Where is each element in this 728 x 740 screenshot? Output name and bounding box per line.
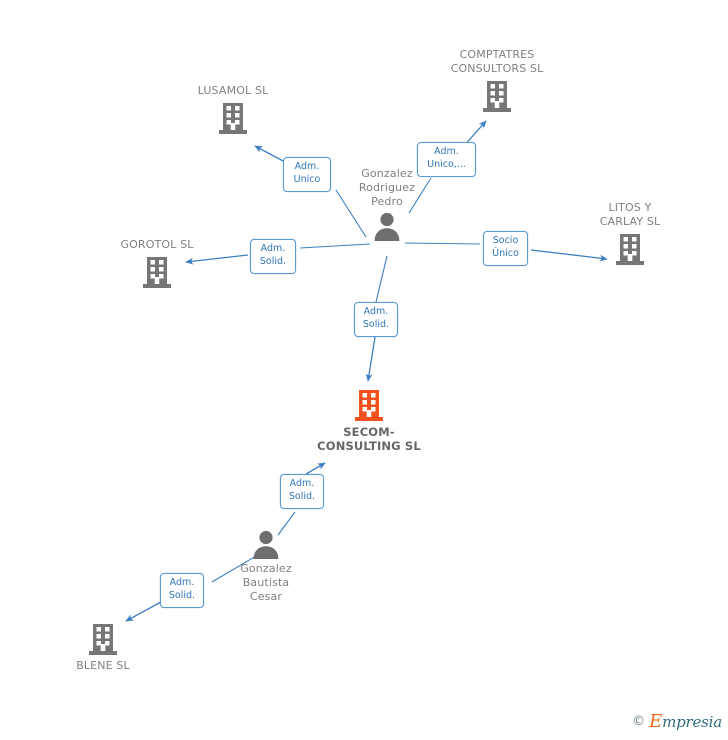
building-icon: [92, 255, 222, 289]
copyright-symbol: ©: [632, 714, 646, 729]
node-label: GOROTOL SL: [120, 238, 194, 251]
node-company-comptatres[interactable]: COMPTATRES CONSULTORS SL: [432, 48, 562, 113]
node-label: Gonzalez Bautista Cesar: [240, 562, 292, 603]
node-company-lusamol[interactable]: LUSAMOL SL: [168, 84, 298, 135]
person-icon: [201, 529, 331, 559]
person-icon: [322, 211, 452, 242]
node-company-secom-consulting[interactable]: SECOM- CONSULTING SL: [304, 388, 434, 454]
edge-label-cesar-blene[interactable]: Adm. Solid.: [160, 573, 204, 608]
node-company-gorotol[interactable]: GOROTOL SL: [92, 238, 222, 289]
node-company-blene[interactable]: BLENE SL: [38, 622, 168, 673]
node-person-gonzalez-rodriguez-pedro[interactable]: Gonzalez Rodriguez Pedro: [322, 167, 452, 242]
edge-label-pedro-litos[interactable]: Socio Único: [483, 231, 528, 266]
empresia-watermark: © Empresia: [632, 711, 722, 732]
node-label: COMPTATRES CONSULTORS SL: [450, 48, 544, 75]
brand-rest: mpresia: [662, 713, 722, 731]
edge-label-pedro-gorotol[interactable]: Adm. Solid.: [250, 239, 296, 274]
node-label: BLENE SL: [76, 659, 130, 672]
brand-wordmark: Empresia: [649, 711, 722, 732]
edge-label-pedro-lusamol[interactable]: Adm. Unico: [283, 157, 331, 192]
node-label: LITOS Y CARLAY SL: [599, 201, 661, 228]
brand-initial: E: [649, 711, 663, 732]
edge-label-cesar-secom[interactable]: Adm. Solid.: [280, 474, 324, 509]
edge-label-pedro-secom[interactable]: Adm. Solid.: [354, 302, 398, 337]
edge-label-pedro-comptatres[interactable]: Adm. Unico,...: [417, 142, 476, 177]
node-label: LUSAMOL SL: [197, 84, 269, 97]
building-icon: [168, 101, 298, 135]
building-icon-highlight: [304, 388, 434, 422]
node-label: Gonzalez Rodriguez Pedro: [358, 167, 416, 208]
building-icon: [38, 622, 168, 656]
node-company-litos-y-carlay[interactable]: LITOS Y CARLAY SL: [565, 201, 695, 266]
building-icon: [565, 232, 695, 266]
node-label: SECOM- CONSULTING SL: [317, 425, 421, 454]
building-icon: [432, 79, 562, 113]
node-person-gonzalez-bautista-cesar[interactable]: Gonzalez Bautista Cesar: [201, 529, 331, 603]
